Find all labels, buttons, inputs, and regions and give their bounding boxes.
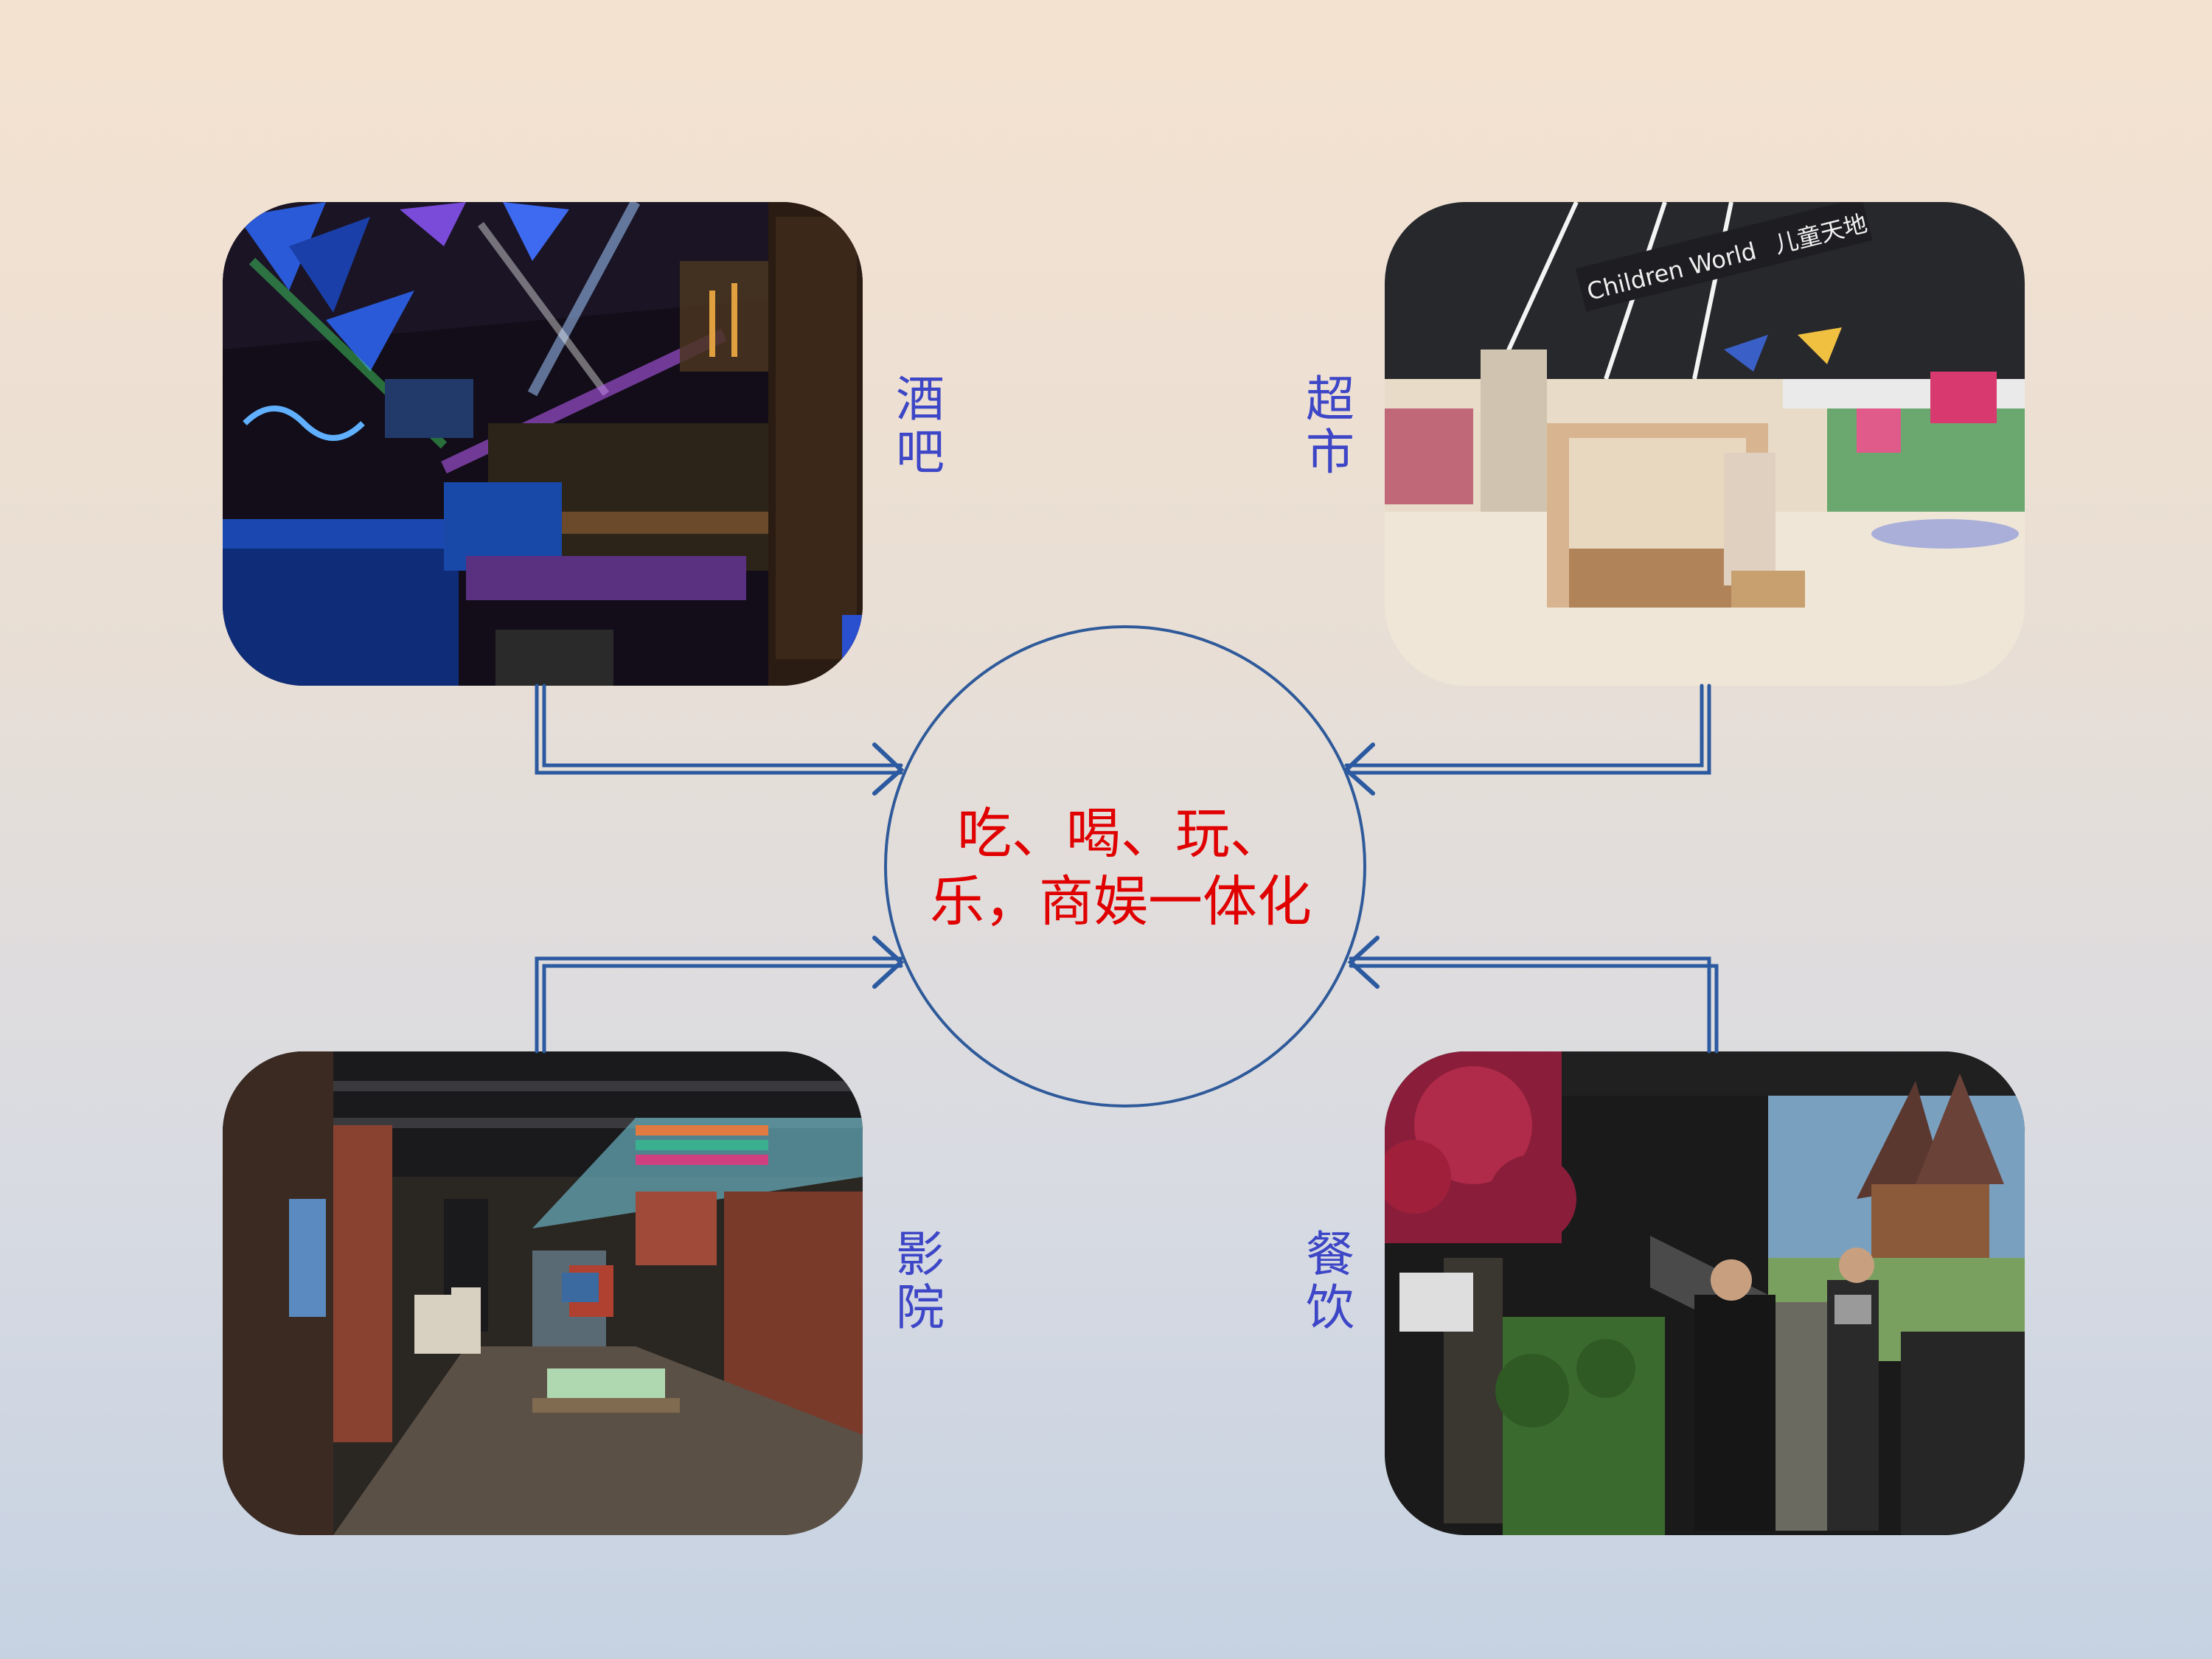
connector-bar [535,684,905,796]
cinema-photo-image [223,1051,863,1535]
label-restaurant: 餐饮 [1306,1226,1354,1336]
center-caption-line1: 吃、喝、玩、 [957,802,1284,866]
supermarket-photo-image: Children World 儿童天地 [1385,202,2025,686]
bar-photo-image [223,202,863,686]
connector-cinema [535,936,905,1054]
cinema-photo [223,1051,863,1535]
label-bar: 酒吧 [896,371,945,481]
connector-supermarket [1343,684,1711,796]
connector-restaurant [1347,936,1719,1054]
bar-photo [223,202,863,686]
restaurant-photo [1385,1051,2025,1535]
label-cinema: 影院 [896,1226,945,1336]
supermarket-photo: Children World 儿童天地 [1385,202,2025,686]
center-caption: 吃、喝、玩、 乐，商娱一体化 [907,800,1335,936]
restaurant-photo-image [1385,1051,2025,1535]
label-supermarket: 超市 [1306,371,1354,481]
center-caption-line2: 乐，商娱一体化 [930,870,1312,933]
center-circle [884,625,1366,1107]
